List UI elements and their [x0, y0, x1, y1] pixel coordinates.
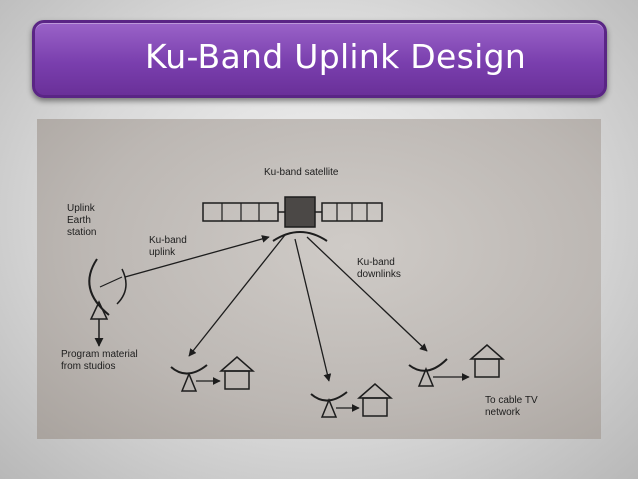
uplink-dish-icon	[88, 258, 127, 347]
program-label-2: from studios	[61, 361, 115, 372]
satellite-icon	[202, 196, 383, 242]
uplink-station-label-2: Earth	[67, 215, 91, 226]
downlinks-label-2: downlinks	[357, 269, 401, 280]
receive-dish-left-icon	[170, 364, 221, 392]
program-label-1: Program material	[61, 349, 138, 360]
slide-title: Ku-Band Uplink Design	[145, 37, 527, 76]
house-center-icon	[357, 383, 393, 417]
uplink-label-1: Ku-band	[149, 235, 187, 246]
house-left-icon	[219, 356, 255, 390]
satellite-label: Ku-band satellite	[264, 167, 339, 178]
receive-dish-right-icon	[408, 358, 470, 387]
uplink-arrow	[124, 235, 270, 278]
cable-label-1: To cable TV	[485, 395, 538, 406]
downlink-arrow-left	[188, 234, 286, 357]
uplink-station-label-3: station	[67, 227, 96, 238]
house-right-icon	[469, 344, 505, 378]
receive-dish-center-icon	[310, 391, 360, 418]
downlink-arrow-right	[306, 236, 428, 352]
downlink-arrow-center	[294, 238, 332, 382]
downlinks-label-1: Ku-band	[357, 257, 395, 268]
uplink-station-label-1: Uplink	[67, 203, 96, 214]
diagram-photo: Ku-band satellite Uplink Earth station K…	[37, 119, 601, 439]
title-bar: Ku-Band Uplink Design	[32, 20, 607, 98]
ku-band-diagram: Ku-band satellite Uplink Earth station K…	[61, 167, 538, 418]
uplink-label-2: uplink	[149, 247, 176, 258]
cable-label-2: network	[485, 407, 521, 418]
